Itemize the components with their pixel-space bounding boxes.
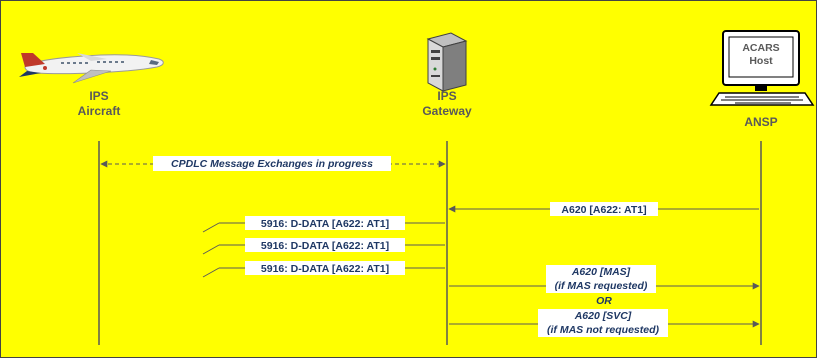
server-icon [426, 32, 468, 92]
d-data-message-3: 5916: D-DATA [A622: AT1] [202, 261, 445, 278]
aircraft-label-line2: Aircraft [78, 104, 121, 118]
cpdlc-label-box [153, 156, 391, 171]
d-data-label-2: 5916: D-DATA [A622: AT1] [261, 240, 389, 252]
or-label: OR [596, 295, 612, 307]
a620-mas-line1: A620 [MAS] [571, 266, 631, 278]
a620-mas-box [546, 265, 656, 293]
ansp-label: ANSP [744, 115, 777, 129]
d-data-message-2: 5916: D-DATA [A622: AT1] [202, 238, 445, 255]
a620-svc-box [538, 309, 668, 337]
cpdlc-label: CPDLC Message Exchanges in progress [171, 158, 373, 170]
acars-host-line2: Host [749, 55, 773, 67]
acars-host-line1: ACARS [742, 42, 779, 54]
aircraft-icon [19, 53, 164, 84]
a620-svc-line1: A620 [SVC] [574, 310, 632, 322]
computer-icon [709, 30, 815, 106]
d-data-message-1: 5916: D-DATA [A622: AT1] [202, 216, 445, 233]
gateway-label-line1: IPS [437, 89, 456, 103]
a620-svc-line2: (if MAS not requested) [547, 324, 660, 336]
gateway-label-line2: Gateway [422, 104, 472, 118]
a620-mas-line2: (if MAS requested) [555, 280, 648, 292]
a620-at1-box [550, 202, 658, 216]
d-data-label-1: 5916: D-DATA [A622: AT1] [261, 218, 389, 230]
d-data-label-3: 5916: D-DATA [A622: AT1] [261, 263, 389, 275]
a620-at1-label: A620 [A622: AT1] [561, 204, 646, 216]
aircraft-label-line1: IPS [89, 89, 108, 103]
